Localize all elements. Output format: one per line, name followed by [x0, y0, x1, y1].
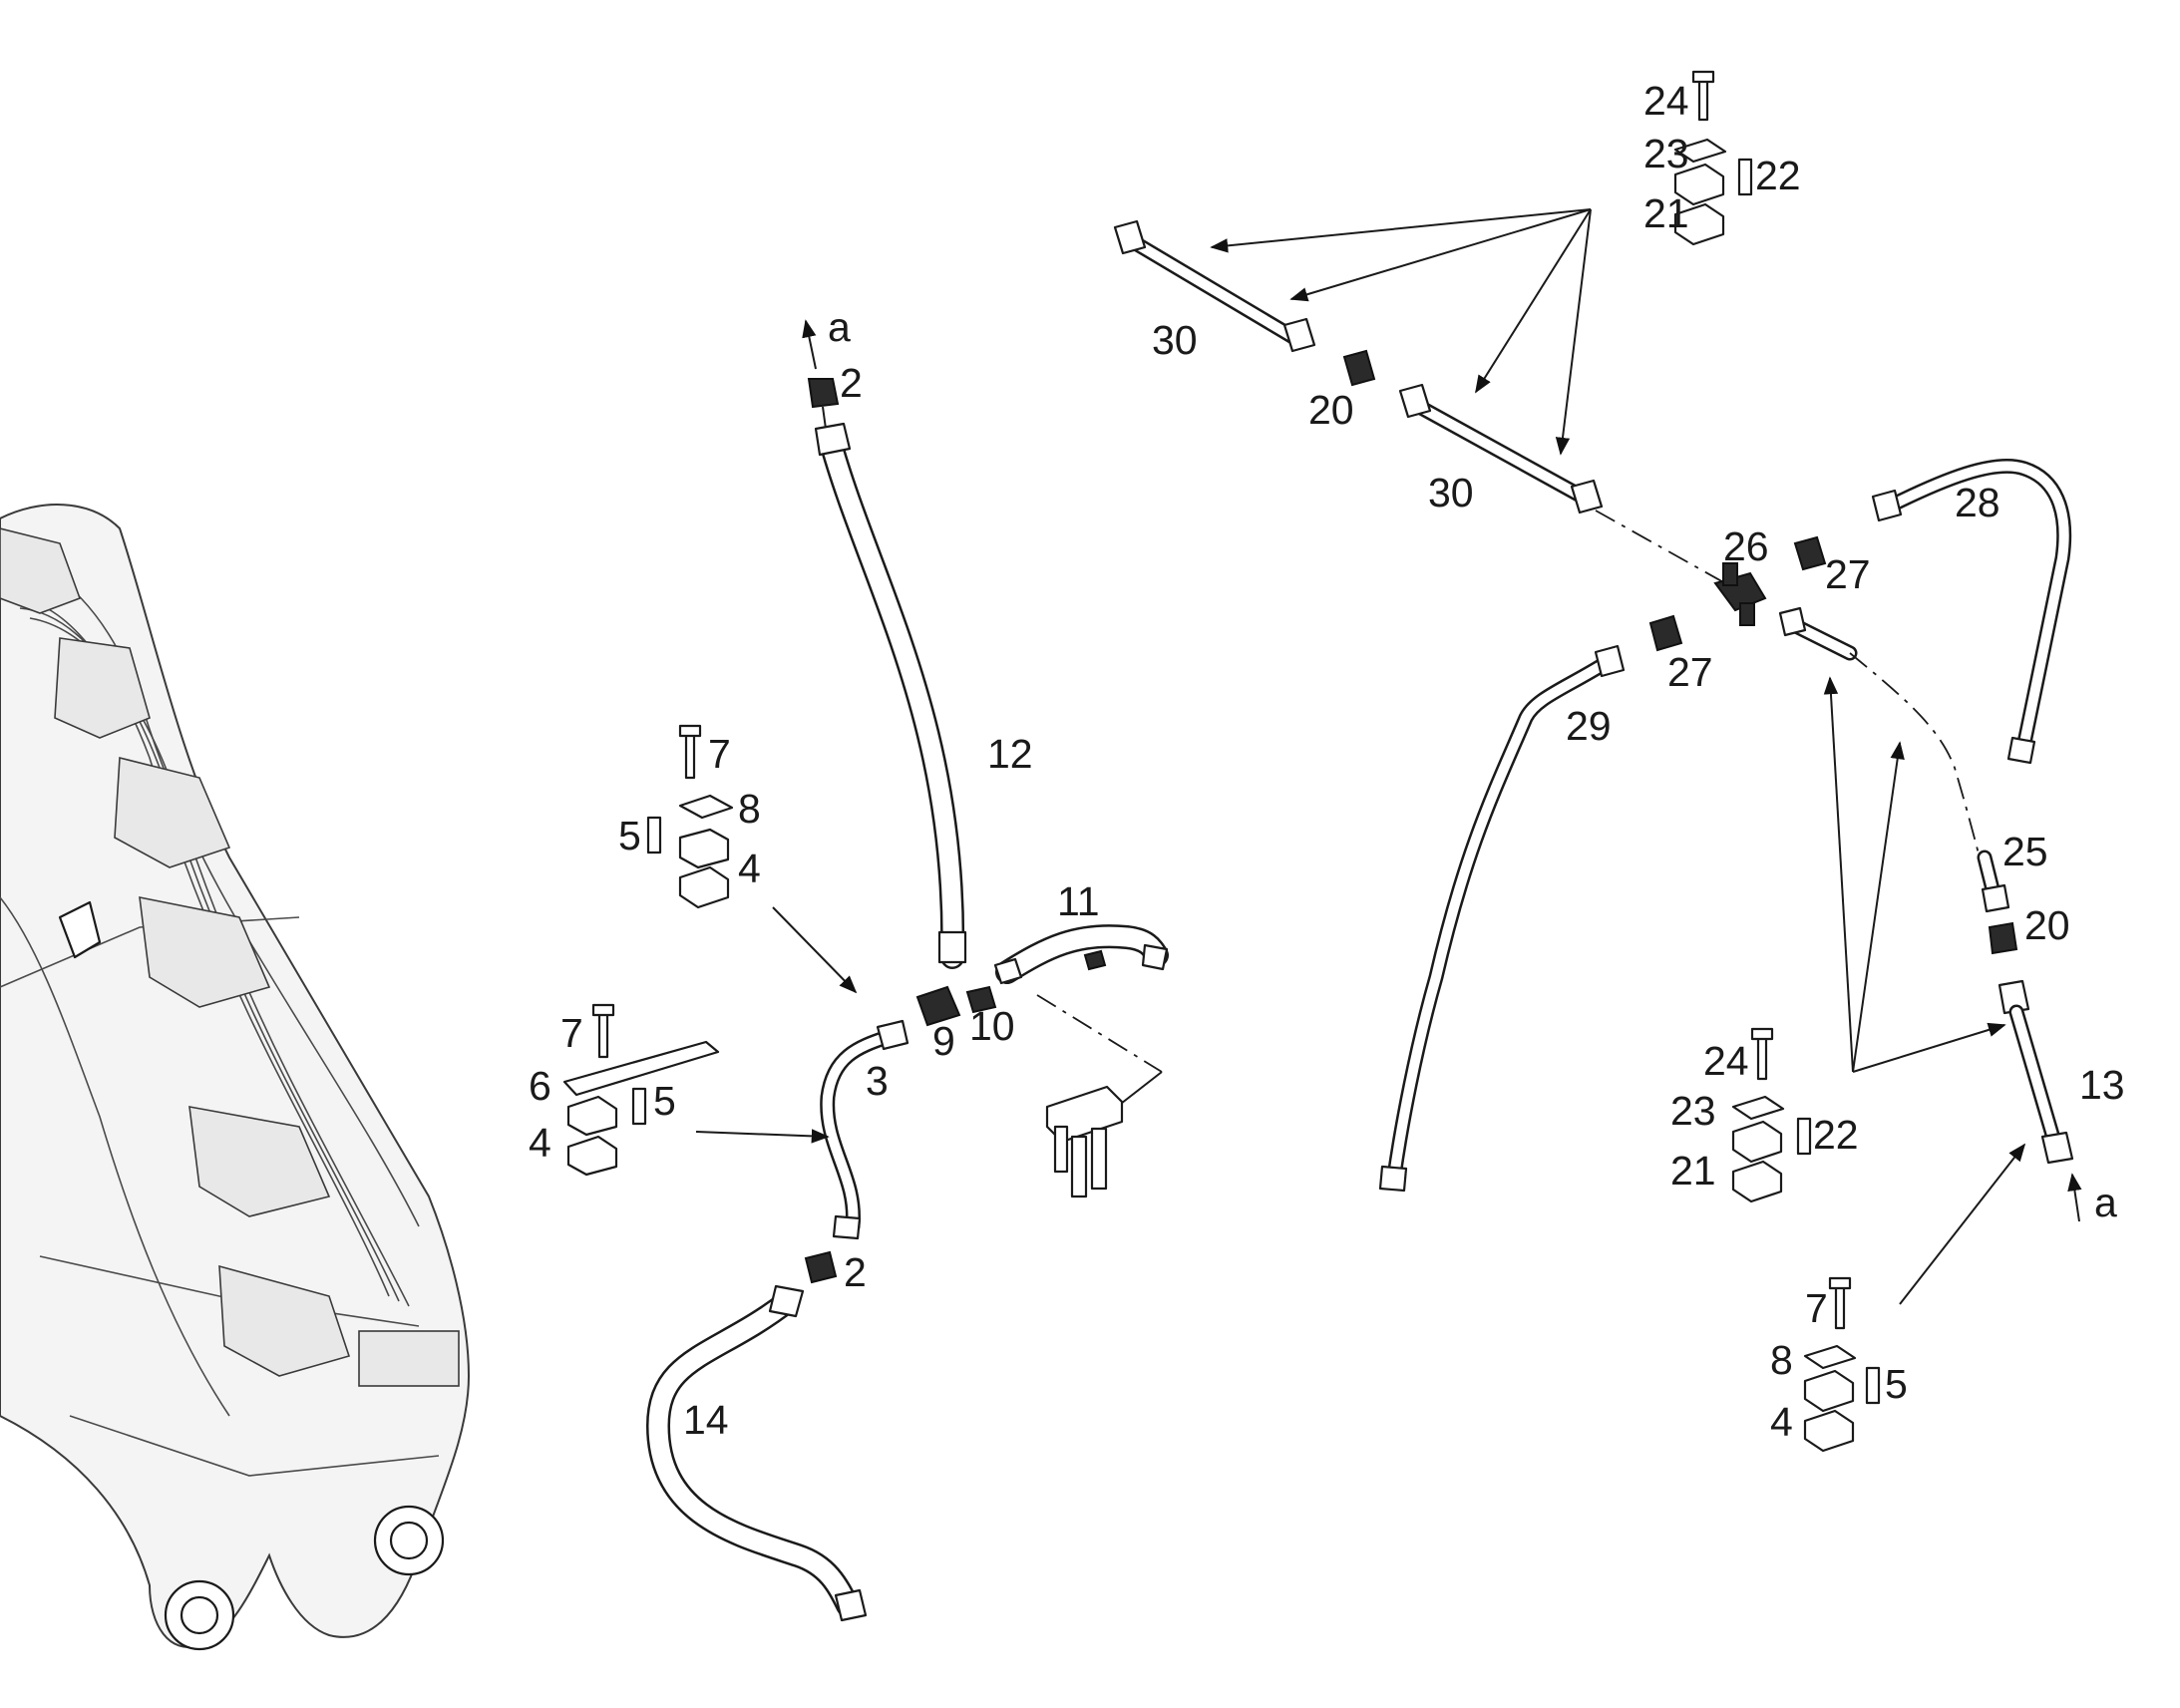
- tube-13: [1998, 979, 2074, 1165]
- label-20-lower: 20: [2024, 902, 2070, 948]
- label-clampB-4: 4: [529, 1120, 551, 1166]
- clamp-set-top: [1673, 70, 1753, 246]
- label-3: 3: [866, 1058, 889, 1104]
- hose-11: [993, 924, 1169, 985]
- label-13: 13: [2079, 1062, 2125, 1108]
- fitting-9: [915, 985, 961, 1027]
- label-clampMid-23: 23: [1670, 1088, 1716, 1134]
- label-20-upper: 20: [1308, 387, 1354, 433]
- label-clampBot-5: 5: [1885, 1361, 1908, 1407]
- label-30-upper: 30: [1152, 317, 1198, 363]
- label-clampBot-7: 7: [1805, 1285, 1828, 1331]
- clamp-set-bottom: [1803, 1276, 1881, 1453]
- label-clampA-8: 8: [738, 786, 761, 832]
- label-a-bottom: a: [2094, 1180, 2117, 1225]
- tube-30-lower: [1398, 383, 1604, 514]
- label-30-lower: 30: [1428, 470, 1474, 515]
- label-29: 29: [1566, 703, 1612, 749]
- label-clampA-4: 4: [738, 846, 761, 891]
- label-clampTop-23: 23: [1643, 131, 1689, 176]
- tube-28: [1871, 458, 2072, 765]
- valve-block: [1045, 1085, 1124, 1198]
- label-clampTop-21: 21: [1643, 190, 1689, 236]
- label-25: 25: [2002, 829, 2048, 874]
- label-clampTop-22: 22: [1755, 153, 1801, 198]
- fitting-2-mid: [804, 1250, 838, 1284]
- cross-fitting-26: [1713, 562, 1767, 626]
- label-10: 10: [969, 1003, 1015, 1049]
- label-clampA-5: 5: [618, 813, 641, 858]
- clamp-set-mid: [1731, 1027, 1812, 1203]
- label-clampTop-24: 24: [1643, 78, 1689, 124]
- label-2-top: 2: [840, 360, 863, 406]
- hose-12: [814, 422, 967, 969]
- tube-25-lower: [1977, 850, 2010, 913]
- fitting-20-lower: [1988, 921, 2018, 955]
- fitting-27-upper: [1793, 535, 1827, 571]
- label-clampA-7: 7: [708, 731, 731, 777]
- label-clampB-6: 6: [529, 1063, 551, 1109]
- label-11: 11: [1057, 878, 1100, 924]
- hose-14: [646, 1284, 868, 1622]
- label-26: 26: [1723, 523, 1769, 569]
- label-clampMid-22: 22: [1813, 1112, 1859, 1158]
- excavator-boom: [0, 504, 471, 1651]
- label-14: 14: [683, 1397, 729, 1443]
- tube-25: [1778, 606, 1858, 661]
- tube-3: [820, 1019, 909, 1240]
- label-12: 12: [987, 731, 1033, 777]
- fitting-2-top: [807, 378, 840, 430]
- label-clampB-7: 7: [560, 1010, 583, 1056]
- tube-29: [1378, 644, 1626, 1193]
- label-clampMid-24: 24: [1703, 1038, 1749, 1084]
- fitting-20-upper: [1342, 349, 1376, 387]
- fitting-27-lower: [1648, 614, 1683, 652]
- label-clampB-5: 5: [653, 1078, 676, 1124]
- tube-30-upper: [1113, 219, 1316, 353]
- label-9: 9: [932, 1018, 955, 1064]
- label-27-lower: 27: [1667, 649, 1713, 695]
- label-clampMid-21: 21: [1670, 1148, 1716, 1194]
- clamp-set-b: [562, 1003, 720, 1177]
- label-a-top: a: [828, 304, 851, 350]
- label-2-mid: 2: [844, 1249, 867, 1295]
- label-clampBot-4: 4: [1770, 1399, 1793, 1445]
- label-clampBot-8: 8: [1770, 1337, 1793, 1383]
- fitting-10: [965, 985, 997, 1014]
- label-28: 28: [1955, 480, 2000, 525]
- clamp-set-a: [646, 724, 734, 909]
- label-27-upper: 27: [1825, 551, 1871, 597]
